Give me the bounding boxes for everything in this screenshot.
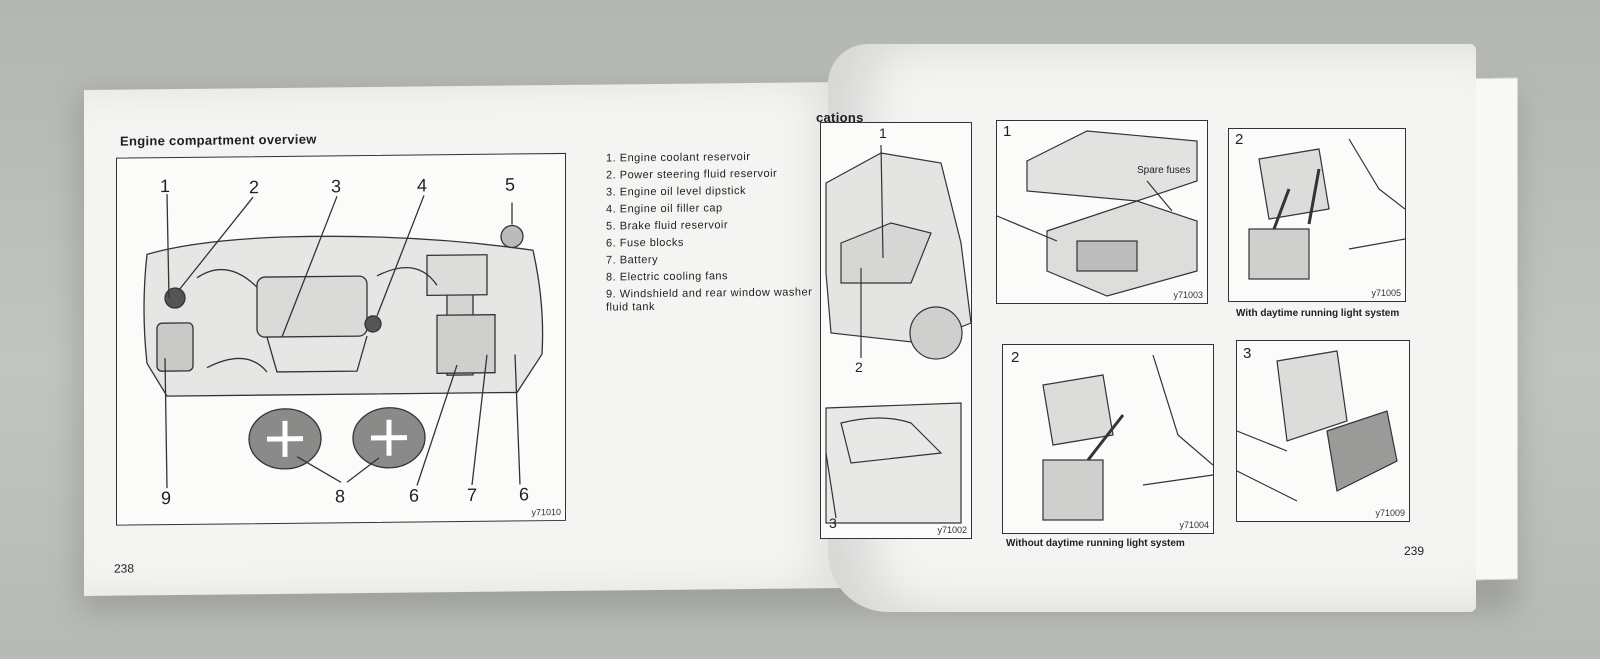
engine-diagram: 1 2 3 4 5 9 8 6 7 6 y71010 <box>116 152 566 526</box>
fuse-box-illustration <box>1042 354 1213 521</box>
callout-5: 5 <box>505 174 516 195</box>
callout-3: 3 <box>331 176 342 197</box>
figure-number: 1 <box>1003 123 1012 140</box>
figure-code: y71010 <box>531 506 561 518</box>
figure-code: y71009 <box>1375 508 1405 518</box>
callout-2: 2 <box>249 177 260 198</box>
car-illustration <box>825 144 971 524</box>
callout-7: 7 <box>467 484 478 505</box>
fuse-block-1-figure: 1 Spare fuses y71003 <box>996 120 1208 304</box>
callout-8: 8 <box>335 486 346 507</box>
figure-number: 3 <box>1243 345 1252 362</box>
figure-code: y71004 <box>1179 520 1209 530</box>
callout-1: 1 <box>160 176 171 197</box>
spare-fuses-label: Spare fuses <box>1137 165 1191 176</box>
callout-1: 1 <box>879 125 887 141</box>
page-number: 238 <box>114 561 135 576</box>
callout-6b: 6 <box>519 484 530 505</box>
right-page: cations 1 2 3 y71002 <box>816 44 1476 612</box>
fuse-block-illustration <box>997 130 1198 297</box>
fuse-block-2-drl-figure: 2 y71005 <box>1228 128 1406 302</box>
callout-2: 2 <box>855 359 863 375</box>
figure-code: y71002 <box>937 525 967 535</box>
left-page: Engine compartment overview 1 <box>84 82 844 596</box>
fuse-block-3-figure: 3 y71009 <box>1236 340 1410 522</box>
figure-number: 2 <box>1235 131 1244 148</box>
callout-4: 4 <box>417 175 428 196</box>
page-number: 239 <box>1404 544 1425 558</box>
figure-code: y71005 <box>1371 288 1401 298</box>
callout-9: 9 <box>161 488 172 509</box>
page-title-fragment: cations <box>816 110 864 125</box>
figure-number: 2 <box>1011 349 1020 366</box>
page-title: Engine compartment overview <box>120 131 317 149</box>
fuse-block-2-figure: 2 y71004 <box>1002 344 1214 534</box>
figure-caption: Without daytime running light system <box>1006 538 1185 549</box>
figure-caption: With daytime running light system <box>1236 308 1400 319</box>
kick-panel-illustration <box>1237 350 1398 502</box>
engine-illustration <box>143 194 544 489</box>
callout-6a: 6 <box>409 485 420 506</box>
legend-list: 1. Engine coolant reservoir 2. Power ste… <box>606 148 856 317</box>
callout-3: 3 <box>829 515 837 531</box>
fuse-location-figure: 1 2 3 y71002 <box>820 122 972 539</box>
fuse-box-drl-illustration <box>1248 138 1405 280</box>
figure-code: y71003 <box>1173 290 1203 300</box>
